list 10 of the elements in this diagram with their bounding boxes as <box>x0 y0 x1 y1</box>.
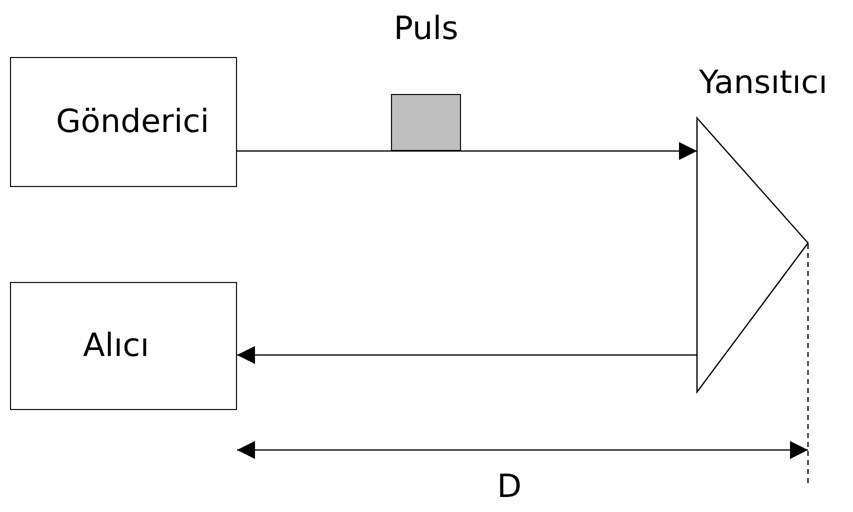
reflector-triangle <box>697 117 809 393</box>
transmitter-box <box>10 57 237 187</box>
pulse-label: Puls <box>392 12 460 44</box>
dimension-label: D <box>497 470 522 502</box>
receiver-box <box>10 282 237 410</box>
receiver-label: Alıcı <box>83 329 150 361</box>
transmitter-label: Gönderici <box>56 105 210 137</box>
reflector-label: Yansıtıcı <box>699 66 828 98</box>
arrow <box>237 142 697 160</box>
arrow <box>237 346 697 364</box>
